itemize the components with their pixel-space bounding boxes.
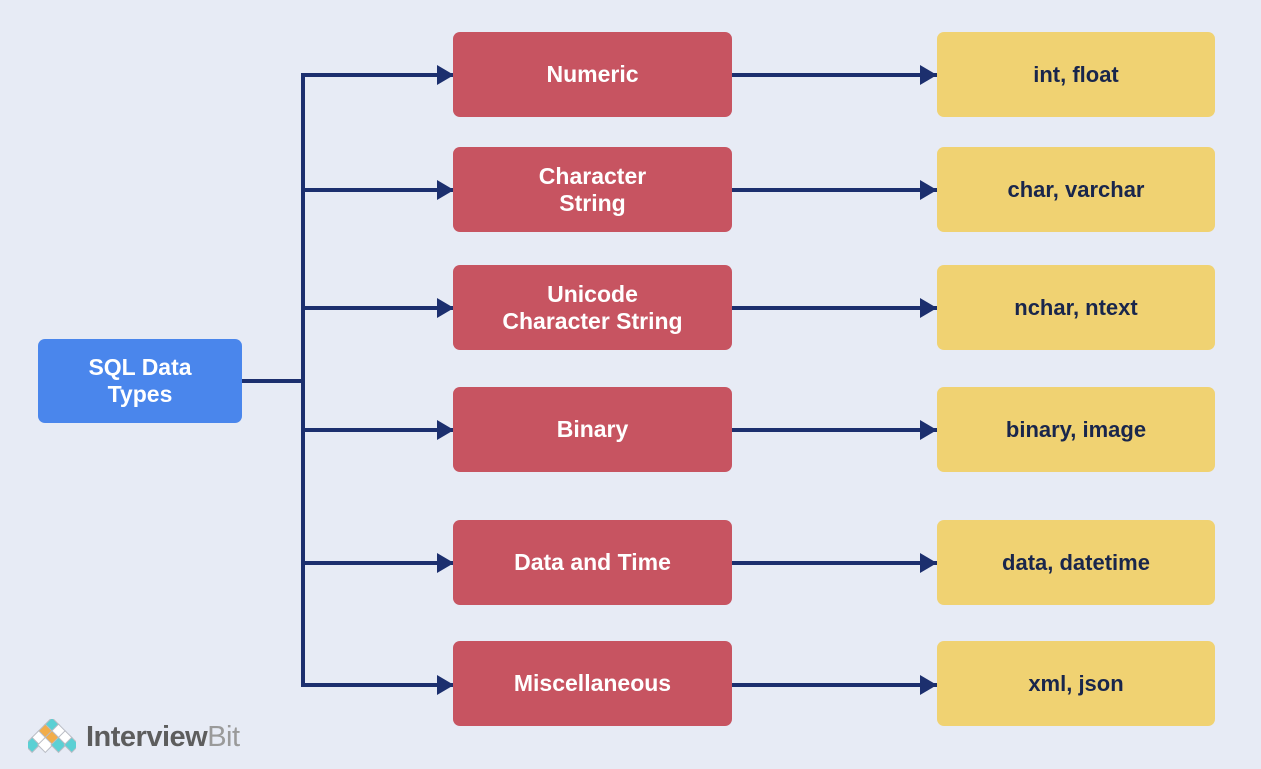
arrow-to-category-5 bbox=[437, 553, 454, 573]
value-node-xml-json[interactable]: xml, json bbox=[937, 641, 1215, 726]
connector-category-6-to-value-6 bbox=[732, 683, 937, 687]
category-node-label: Binary bbox=[556, 416, 629, 443]
logo-text-bit: Bit bbox=[207, 720, 240, 753]
category-node-miscellaneous[interactable]: Miscellaneous bbox=[453, 641, 732, 726]
arrow-to-value-2 bbox=[920, 180, 937, 200]
arrow-to-category-3 bbox=[437, 298, 454, 318]
arrow-to-category-2 bbox=[437, 180, 454, 200]
value-node-label: xml, json bbox=[1028, 670, 1124, 696]
arrow-to-category-6 bbox=[437, 675, 454, 695]
category-node-label: Miscellaneous bbox=[513, 670, 672, 697]
value-node-data-datetime[interactable]: data, datetime bbox=[937, 520, 1215, 605]
connector-category-2-to-value-2 bbox=[732, 188, 937, 192]
arrow-to-value-4 bbox=[920, 420, 937, 440]
value-node-binary-image[interactable]: binary, image bbox=[937, 387, 1215, 472]
value-node-label: char, varchar bbox=[1007, 176, 1145, 202]
connector-category-1-to-value-1 bbox=[732, 73, 937, 77]
connector-trunk-to-category-3 bbox=[301, 306, 453, 310]
connector-category-3-to-value-3 bbox=[732, 306, 937, 310]
value-node-label: data, datetime bbox=[1002, 549, 1150, 575]
category-node-label: Numeric bbox=[546, 61, 639, 88]
category-node-label: Data and Time bbox=[514, 549, 671, 576]
arrow-to-value-6 bbox=[920, 675, 937, 695]
logo-text-interview: Interview bbox=[86, 720, 208, 753]
connector-trunk-to-category-4 bbox=[301, 428, 453, 432]
connector-trunk-to-category-1 bbox=[301, 73, 453, 77]
interviewbit-wordmark: InterviewBit bbox=[86, 721, 240, 754]
connector-trunk-to-category-2 bbox=[301, 188, 453, 192]
value-node-char-varchar[interactable]: char, varchar bbox=[937, 147, 1215, 232]
connector-category-4-to-value-4 bbox=[732, 428, 937, 432]
arrow-to-value-5 bbox=[920, 553, 937, 573]
interviewbit-diamond-mark-icon bbox=[23, 716, 80, 755]
category-node-binary[interactable]: Binary bbox=[453, 387, 732, 472]
interviewbit-logo: InterviewBit bbox=[23, 716, 240, 755]
connector-trunk-to-category-6 bbox=[301, 683, 453, 687]
connector-trunk-vertical bbox=[301, 73, 305, 687]
connector-category-5-to-value-5 bbox=[732, 561, 937, 565]
connector-root-to-trunk bbox=[242, 379, 305, 383]
value-node-int-float[interactable]: int, float bbox=[937, 32, 1215, 117]
value-node-label: nchar, ntext bbox=[1014, 294, 1138, 320]
arrow-to-category-1 bbox=[437, 65, 454, 85]
category-node-numeric[interactable]: Numeric bbox=[453, 32, 732, 117]
value-node-label: int, float bbox=[1033, 61, 1119, 87]
value-node-label: binary, image bbox=[1005, 416, 1147, 442]
arrow-to-category-4 bbox=[437, 420, 454, 440]
value-node-nchar-ntext[interactable]: nchar, ntext bbox=[937, 265, 1215, 350]
category-node-data-and-time[interactable]: Data and Time bbox=[453, 520, 732, 605]
connector-trunk-to-category-5 bbox=[301, 561, 453, 565]
arrow-to-value-1 bbox=[920, 65, 937, 85]
arrow-to-value-3 bbox=[920, 298, 937, 318]
